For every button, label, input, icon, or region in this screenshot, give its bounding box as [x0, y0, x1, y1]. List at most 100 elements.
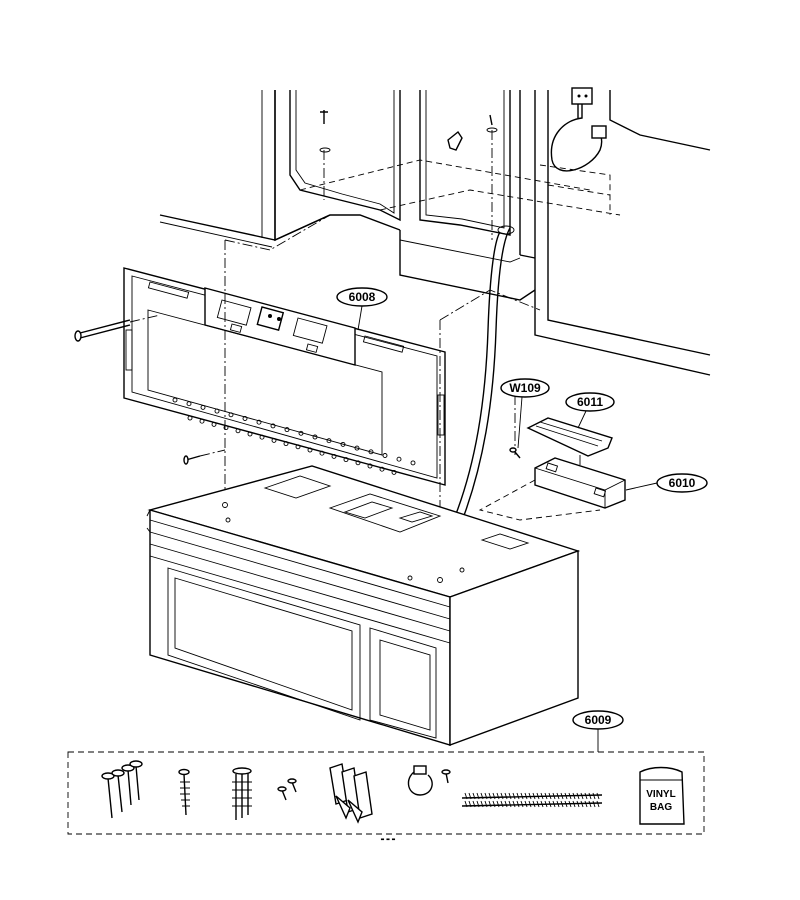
part-6010-bracket: [534, 457, 626, 509]
strip-ridge: [544, 800, 548, 808]
callout-6010-text: 6010: [669, 476, 696, 490]
strip-ridge: [492, 800, 496, 808]
plate-hole: [326, 438, 332, 444]
power-cord-edge: [451, 227, 511, 546]
strip-ridge: [488, 792, 492, 800]
microwave-oven: [146, 465, 581, 747]
strip-ridge: [536, 800, 540, 808]
guide-6010: [478, 479, 601, 521]
long-screw-icon: [178, 768, 190, 816]
strip-ridge: [564, 792, 568, 800]
callout-6011: 6011: [565, 392, 615, 429]
small-screws-icon: [277, 778, 297, 801]
cord-clamp-icon: [407, 765, 451, 796]
callout-6008-text: 6008: [349, 290, 376, 304]
strip-ridge: [480, 800, 484, 808]
plate-hole: [284, 427, 290, 433]
strip-ridge: [556, 792, 560, 800]
callout-6010: 6010: [625, 473, 708, 493]
plate-hole: [391, 469, 397, 475]
strip-ridge: [580, 800, 584, 808]
strip-ridge: [568, 792, 572, 800]
strip-ridge: [592, 792, 596, 800]
strip-ridge: [576, 792, 580, 800]
strip-ridge: [528, 792, 532, 800]
plate-hole: [271, 437, 277, 443]
plate-hole: [214, 408, 220, 414]
strip-ridge: [540, 800, 544, 808]
plate-hole: [331, 453, 337, 459]
strip-ridge: [572, 792, 576, 800]
strip-ridge: [520, 800, 524, 808]
plate-hole: [187, 415, 193, 421]
plate-hole: [256, 419, 262, 425]
plate-hole: [343, 457, 349, 463]
vinyl-bag-label-2: BAG: [650, 802, 672, 813]
strip-ridge: [516, 792, 520, 800]
top-vent: [263, 475, 332, 499]
plate-hole: [410, 460, 416, 466]
strip-ridge: [572, 800, 576, 808]
plate-hole: [295, 444, 301, 450]
strip-ridge: [516, 800, 520, 808]
wall-anchors-icon: [329, 763, 373, 824]
strip-ridge: [540, 792, 544, 800]
plate-hole: [367, 463, 373, 469]
plate-hole: [298, 430, 304, 436]
plate-hole: [270, 423, 276, 429]
strip-ridge: [468, 792, 472, 800]
strip-ridge: [560, 800, 564, 808]
filler-strips-icon: [461, 792, 603, 808]
plate-hole: [307, 447, 313, 453]
plate-hole: [396, 456, 402, 462]
strip-ridge: [556, 800, 560, 808]
callout-W109-text: W109: [509, 381, 541, 395]
strip-ridge: [472, 800, 476, 808]
callout-6009: 6009: [572, 710, 624, 752]
plate-hole: [211, 421, 217, 427]
strip-ridge: [584, 800, 588, 808]
strip-ridge: [552, 800, 556, 808]
plate-hole: [259, 434, 265, 440]
wall-mounting-plate: [123, 267, 446, 486]
cord-cover-recess: [328, 493, 442, 533]
strip-ridge: [468, 800, 472, 808]
plate-hole: [199, 418, 205, 424]
strip-ridge: [464, 800, 468, 808]
plate-hole: [223, 425, 229, 431]
plate-hole: [382, 453, 388, 458]
plate-hole: [379, 466, 385, 472]
callout-6009-text: 6009: [585, 713, 612, 727]
strip-ridge: [464, 792, 468, 800]
callout-6008: 6008: [336, 287, 388, 331]
strip-ridge: [548, 800, 552, 808]
strip-ridge: [576, 800, 580, 808]
strip-ridge: [488, 800, 492, 808]
strip-ridge: [520, 792, 524, 800]
strip-ridge: [592, 800, 596, 808]
strip-ridge: [484, 792, 488, 800]
strip-ridge: [536, 792, 540, 800]
strip-ridge: [528, 800, 532, 808]
cabinet-screws: [319, 110, 498, 240]
vinyl-bag-label-1: VINYL: [646, 789, 675, 800]
strip-ridge: [508, 800, 512, 808]
footer-fragment: - - -: [381, 834, 395, 844]
strip-ridge: [524, 792, 528, 800]
plate-hole: [283, 441, 289, 447]
strip-ridge: [596, 800, 600, 808]
strip-ridge: [532, 792, 536, 800]
plate-hole: [228, 412, 234, 418]
strip-ridge: [564, 800, 568, 808]
callout-6011-text: 6011: [577, 395, 603, 409]
hardware-kit-box: [67, 751, 705, 835]
strip-ridge: [500, 792, 504, 800]
wood-screws-icon: [101, 760, 143, 819]
plate-hole: [235, 428, 241, 434]
plate-hole: [354, 445, 360, 451]
strip-ridge: [596, 792, 600, 800]
strip-ridge: [544, 792, 548, 800]
part-6011-cover: [526, 417, 613, 457]
strip-ridge: [496, 800, 500, 808]
